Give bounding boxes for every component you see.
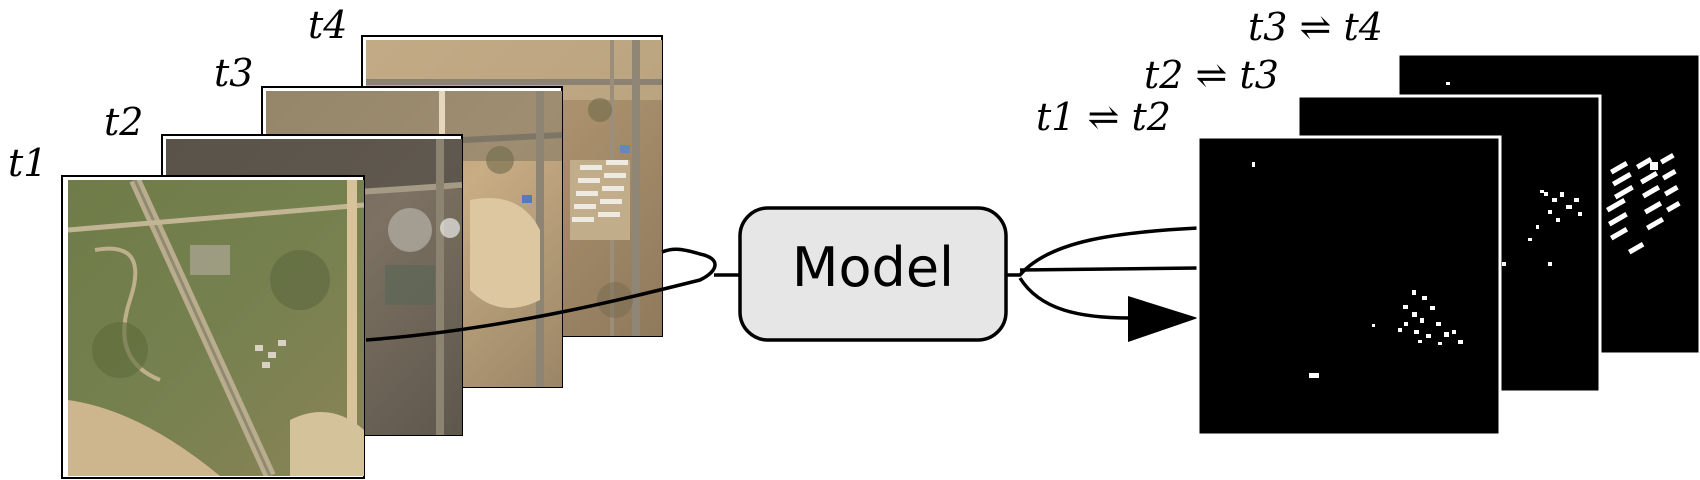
satellite-imagery-t1 (68, 180, 364, 476)
input-label-t2: t2 (104, 100, 143, 144)
model-to-output-edge (1006, 226, 1199, 320)
change-mask-t3-t4 (1446, 82, 1681, 255)
input-to-model-edge (365, 247, 740, 342)
change-mask-t2-t3 (1502, 190, 1582, 266)
change-mask-t1-t2 (1252, 162, 1463, 378)
output-label-t1-t2: t1 ⇌ t2 (1036, 95, 1171, 139)
input-label-t3: t3 (214, 51, 253, 95)
output-label-t3-t4: t3 ⇌ t4 (1248, 5, 1383, 49)
output-arrowhead-icon (1128, 296, 1198, 342)
output-map-t1-t2 (1196, 135, 1502, 437)
model-label: Model (792, 236, 954, 299)
input-label-t1: t1 (8, 141, 47, 185)
output-label-t2-t3: t2 ⇌ t3 (1144, 53, 1279, 97)
input-label-t4: t4 (308, 3, 347, 47)
input-frame-t1 (61, 175, 365, 479)
model-node: Model (738, 206, 1008, 342)
